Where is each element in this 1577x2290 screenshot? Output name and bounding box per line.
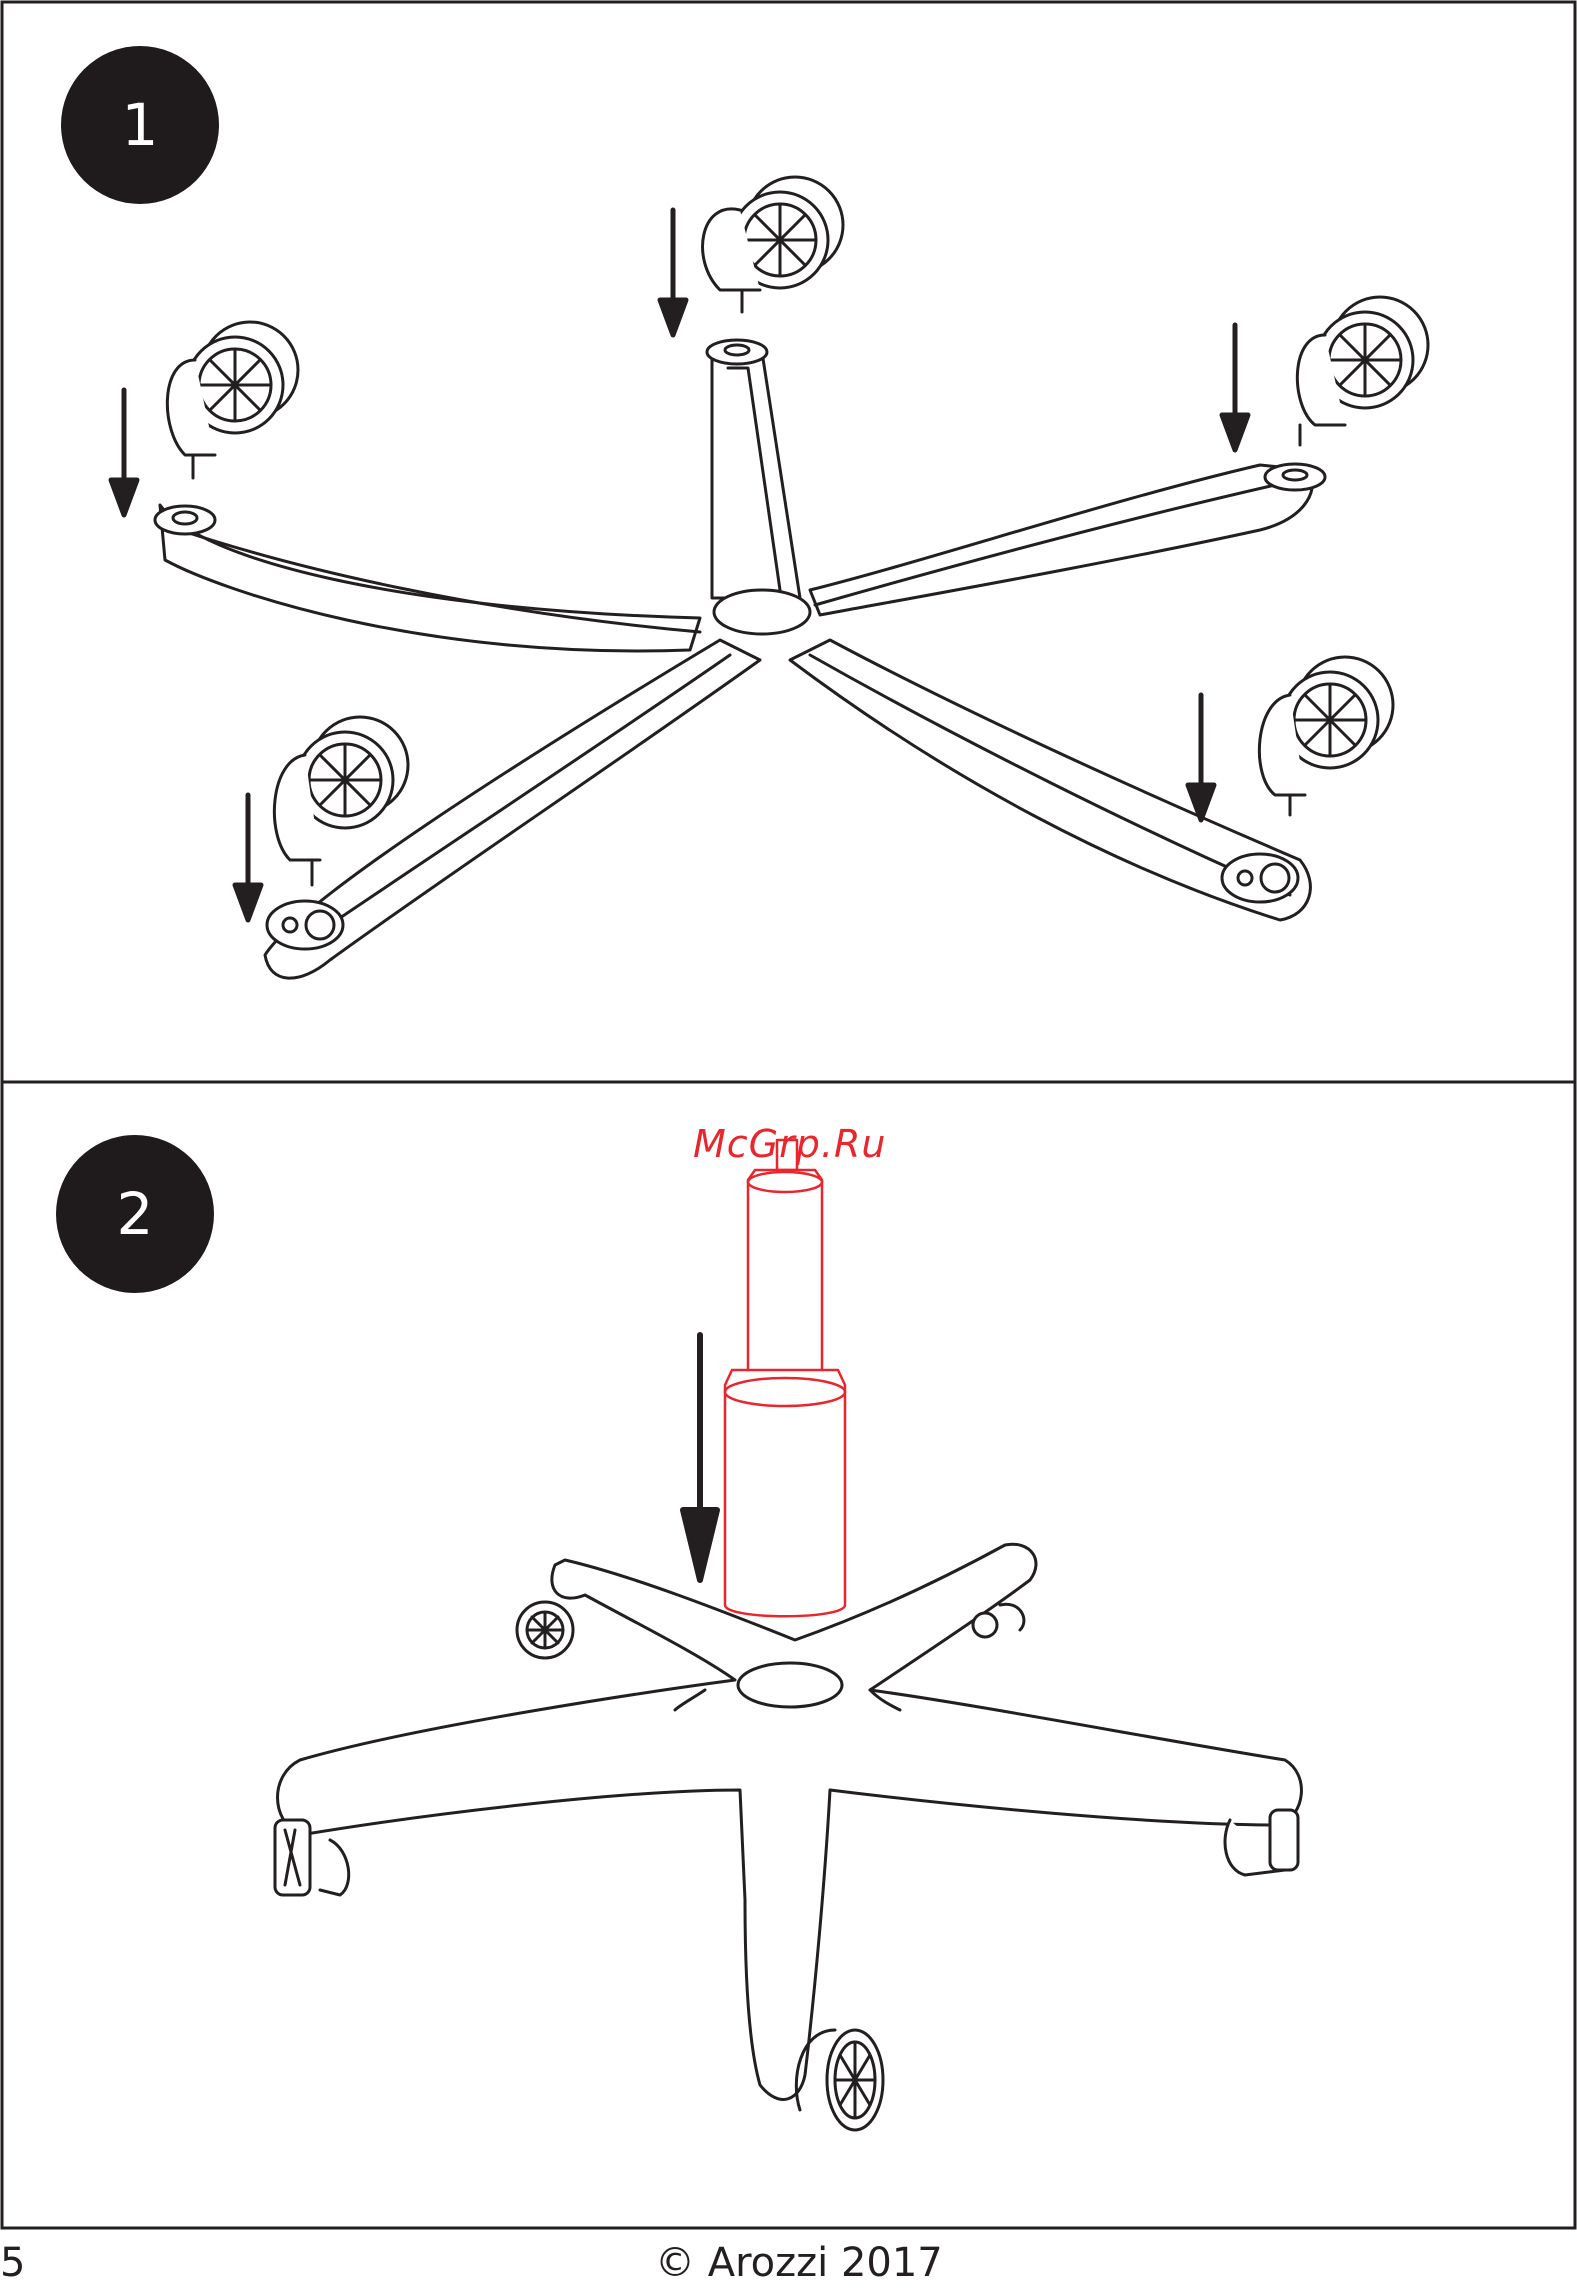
step-number-label: 1 <box>122 91 159 159</box>
page-number: 5 <box>0 2240 25 2286</box>
arrow-down-icon <box>683 1335 717 1580</box>
gas-lift-icon <box>725 1140 845 1616</box>
watermark-text: McGrp.Ru <box>693 1122 886 1166</box>
caster-wheel-icon <box>517 1602 573 1658</box>
step-number-badge: 1 <box>61 46 219 204</box>
step2-illustration <box>0 0 1577 2232</box>
step-number-badge: 2 <box>56 1135 214 1293</box>
chair-base-icon <box>278 1544 1302 2099</box>
copyright-notice: © Arozzi 2017 <box>655 2240 943 2286</box>
step-number-label: 2 <box>117 1180 154 1248</box>
